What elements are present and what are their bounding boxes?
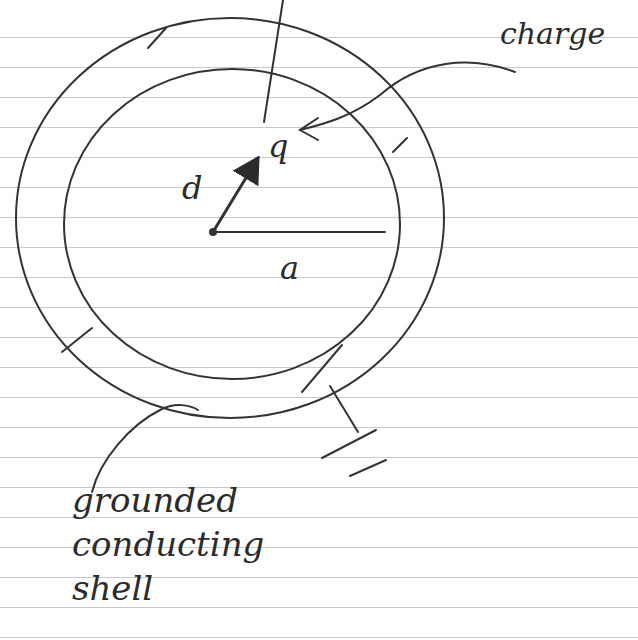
ground-symbol [322,430,376,458]
center-dot [210,229,216,235]
charge-label: charge [500,14,605,53]
shell-leader [92,405,198,492]
tick [302,345,342,392]
outer-shell [16,18,444,418]
ground-wire [330,386,358,432]
charge-leader-head [300,118,318,140]
inner-shell [64,69,400,379]
tick [393,138,407,152]
axis-line [264,0,283,122]
charge-symbol: q [268,126,288,168]
distance-label: d [182,168,202,210]
shell-label: grounded conducting shell [72,478,282,611]
tick [148,28,166,48]
displacement-arrow [213,158,258,232]
radius-label: a [280,248,299,290]
radius-line [213,231,385,233]
charge-leader [300,63,515,130]
ground-symbol [350,460,386,476]
tick [62,328,92,352]
